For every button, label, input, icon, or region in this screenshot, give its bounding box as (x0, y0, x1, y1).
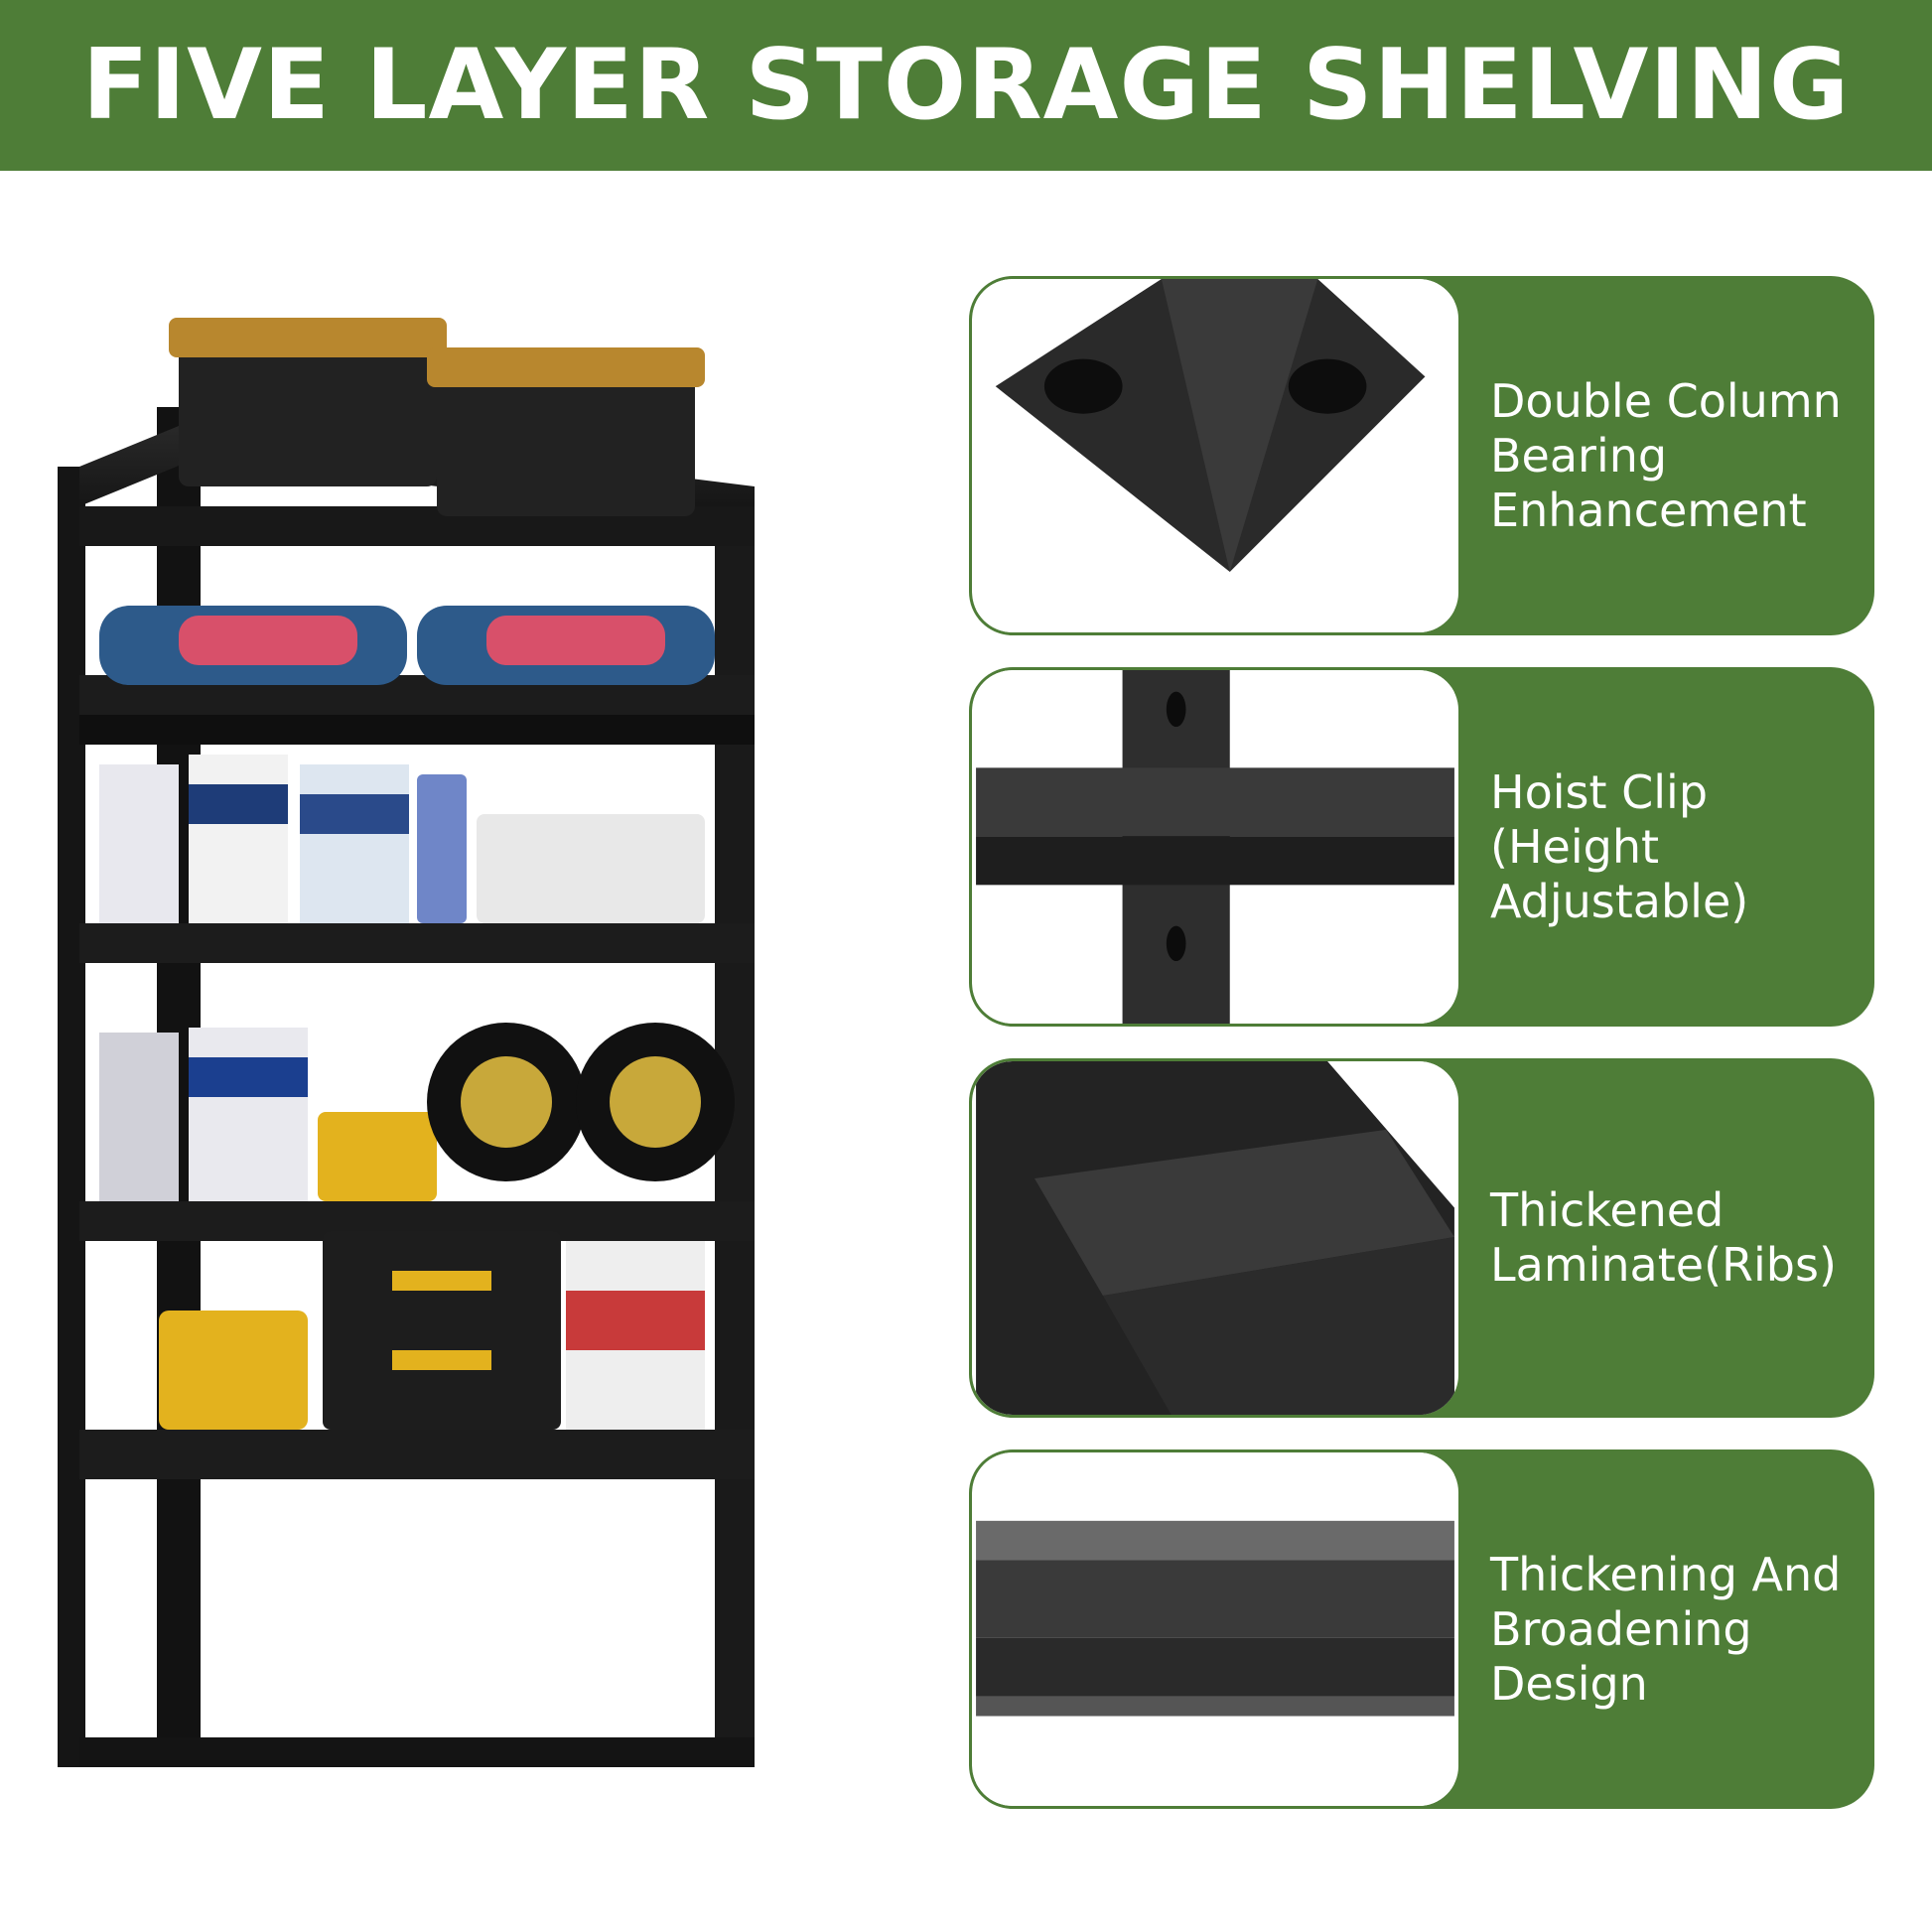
header-banner: FIVE LAYER STORAGE SHELVING (0, 0, 1932, 171)
beam-edge-closeup-icon (972, 1452, 1458, 1806)
shelving-unit-image (58, 318, 755, 1767)
feature-label: Double Column Bearing Enhancement (1490, 373, 1842, 537)
feature-card-laminate: Thickened Laminate(Ribs) (969, 1058, 1874, 1418)
paint-cans-icon (99, 755, 705, 923)
feature-label: Thickened Laminate(Ribs) (1490, 1183, 1837, 1292)
feature-label: Hoist Clip (Height Adjustable) (1490, 764, 1749, 928)
feature-card-double-column: Double Column Bearing Enhancement (969, 276, 1874, 635)
hoist-clip-closeup-icon (972, 670, 1458, 1024)
feature-label: Thickening And Broadening Design (1490, 1547, 1842, 1711)
shelf-tier-5 (79, 1430, 755, 1479)
page-title: FIVE LAYER STORAGE SHELVING (81, 29, 1851, 142)
feature-card-broadening: Thickening And Broadening Design (969, 1449, 1874, 1809)
storage-drawers-icon (159, 1231, 705, 1430)
feature-card-hoist-clip: Hoist Clip (Height Adjustable) (969, 667, 1874, 1027)
column-corner-closeup-icon (972, 279, 1458, 632)
hose-reel-icon (99, 1023, 735, 1201)
tool-bag-icon (99, 606, 715, 685)
toolbox-icon (169, 318, 705, 516)
shelf-tier-2 (79, 675, 755, 745)
shelf-tier-3 (79, 923, 755, 963)
ribbed-laminate-closeup-icon (972, 1061, 1458, 1415)
